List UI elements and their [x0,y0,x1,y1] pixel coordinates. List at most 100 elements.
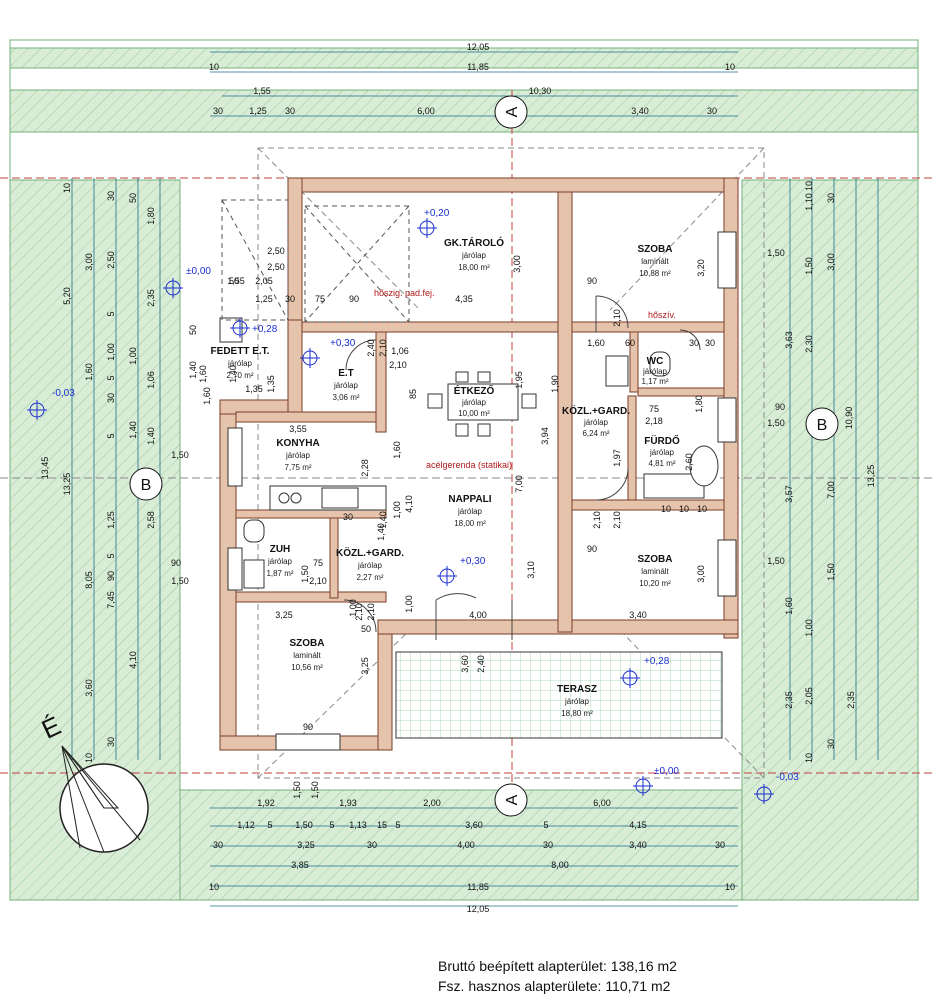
svg-text:10: 10 [209,62,219,72]
svg-text:2,10: 2,10 [378,339,388,357]
svg-text:30: 30 [106,393,116,403]
svg-text:1,00: 1,00 [404,595,414,613]
svg-text:-0,03: -0,03 [52,388,75,399]
svg-text:2,05: 2,05 [255,276,273,286]
bottom-dimensions: 1,50 1,50 1,92 1,93 2,00 6,00 1,12 5 1,5… [209,781,735,914]
svg-text:1,55: 1,55 [253,86,271,96]
top-dimensions: 12,05 10 11,85 10 1,55 10,30 30 1,25 30 … [209,42,735,116]
svg-text:3,20: 3,20 [696,259,706,277]
svg-text:2,50: 2,50 [267,246,285,256]
axis-marker-right: B [805,407,839,441]
note-acelgerenda: acélgerenda (statikai) [426,460,512,470]
svg-text:+0,28: +0,28 [644,656,670,667]
svg-text:4,15: 4,15 [629,820,647,830]
net-area-label: Fsz. hasznos alapterülete: [438,978,602,994]
svg-text:50: 50 [128,193,138,203]
svg-text:10: 10 [84,753,94,763]
room-szoba-sw: SZOBA laminált 10,56 m² [290,638,325,672]
svg-text:12,05: 12,05 [467,904,490,914]
room-labels: GK.TÁROLÓ járólap 18,00 m² SZOBA laminál… [211,236,680,718]
svg-text:2,50: 2,50 [106,251,116,269]
svg-text:FÜRDŐ: FÜRDŐ [644,434,680,447]
svg-text:2,05: 2,05 [804,687,814,705]
axis-markers: A A B B [129,95,839,817]
svg-text:ZUH: ZUH [270,544,291,555]
level-markers: +0,20 ±0,00 -0,03 +0,28 +0,30 +0,30 +0,2… [27,208,799,804]
svg-text:laminált: laminált [641,567,669,576]
svg-text:10,88 m²: 10,88 m² [639,269,671,278]
svg-text:KÖZL.+GARD.: KÖZL.+GARD. [562,404,630,417]
svg-text:járólap: járólap [461,251,487,260]
svg-text:18,00 m²: 18,00 m² [458,263,490,272]
svg-text:13,25: 13,25 [62,473,72,496]
windows [219,231,737,751]
svg-text:4,81 m²: 4,81 m² [648,459,675,468]
svg-text:1,50: 1,50 [300,565,310,583]
svg-text:50: 50 [229,276,239,286]
svg-text:KÖZL.+GARD.: KÖZL.+GARD. [336,546,404,559]
svg-text:3,60: 3,60 [460,655,470,673]
svg-text:7,00: 7,00 [514,475,524,493]
net-area-value: 110,71 m2 [605,978,671,994]
gross-area-value: 138,16 m2 [610,958,677,974]
room-gk-tarolo: GK.TÁROLÓ járólap 18,00 m² [444,236,504,272]
svg-text:1,25: 1,25 [106,511,116,529]
svg-text:SZOBA: SZOBA [290,638,325,649]
svg-text:12,05: 12,05 [467,42,490,52]
svg-text:30: 30 [826,193,836,203]
svg-text:1,90: 1,90 [550,375,560,393]
svg-text:2,28: 2,28 [360,459,370,477]
svg-text:60: 60 [625,338,635,348]
right-dimensions: 10 1,10 1,50 3,00 1,50 3,63 2,30 1,50 3,… [767,181,876,763]
room-furdo: FÜRDŐ járólap 4,81 m² [644,434,680,468]
svg-text:3,55: 3,55 [289,424,307,434]
svg-text:2,27 m²: 2,27 m² [356,573,383,582]
svg-text:10,00 m²: 10,00 m² [458,409,490,418]
svg-text:2,18: 2,18 [645,416,663,426]
svg-text:3,06 m²: 3,06 m² [332,393,359,402]
svg-text:18,00 m²: 18,00 m² [454,519,486,528]
svg-text:2,10: 2,10 [366,603,376,621]
svg-text:2,70 m²: 2,70 m² [226,371,253,380]
svg-text:5: 5 [267,820,272,830]
svg-text:2,35: 2,35 [146,289,156,307]
svg-text:-0,03: -0,03 [776,772,799,783]
svg-text:+0,30: +0,30 [330,338,356,349]
level-marker: +0,28 [230,318,278,338]
svg-text:3,25: 3,25 [360,657,370,675]
svg-text:75: 75 [315,294,325,304]
svg-text:1,40: 1,40 [376,523,386,541]
svg-text:1,10: 1,10 [804,193,814,211]
svg-text:1,00: 1,00 [106,343,116,361]
net-area-line: Fsz. hasznos alapterülete: 110,71 m2 [438,978,670,994]
svg-text:1,40: 1,40 [146,427,156,445]
building-walls [219,177,739,751]
svg-text:10,20 m²: 10,20 m² [639,579,671,588]
svg-text:8,00: 8,00 [551,860,569,870]
svg-text:10: 10 [679,504,689,514]
level-marker: ±0,00 [163,266,211,298]
svg-text:1,00: 1,00 [128,347,138,365]
svg-text:10: 10 [725,62,735,72]
svg-text:1,25: 1,25 [249,106,267,116]
svg-text:1,50: 1,50 [804,257,814,275]
svg-text:7,00: 7,00 [826,481,836,499]
svg-text:1,12: 1,12 [237,820,255,830]
svg-text:±0,00: ±0,00 [654,766,679,777]
svg-text:2,35: 2,35 [846,691,856,709]
svg-text:járólap: járólap [267,557,293,566]
room-fedett-et: FEDETT E.T. járólap 2,70 m² [211,346,270,380]
svg-text:50: 50 [188,325,198,335]
garage-hatch [221,199,410,323]
svg-text:1,06: 1,06 [146,371,156,389]
svg-text:5: 5 [106,311,116,316]
svg-text:90: 90 [587,544,597,554]
room-konyha: KONYHA járólap 7,75 m² [276,438,319,472]
svg-text:3,00: 3,00 [512,255,522,273]
svg-text:5,20: 5,20 [62,287,72,305]
svg-text:laminált: laminált [641,257,669,266]
svg-text:10,90: 10,90 [844,407,854,430]
room-kozl-gard-west: KÖZL.+GARD. járólap 2,27 m² [336,546,404,582]
svg-text:járólap: járólap [285,451,311,460]
svg-text:járólap: járólap [357,561,383,570]
